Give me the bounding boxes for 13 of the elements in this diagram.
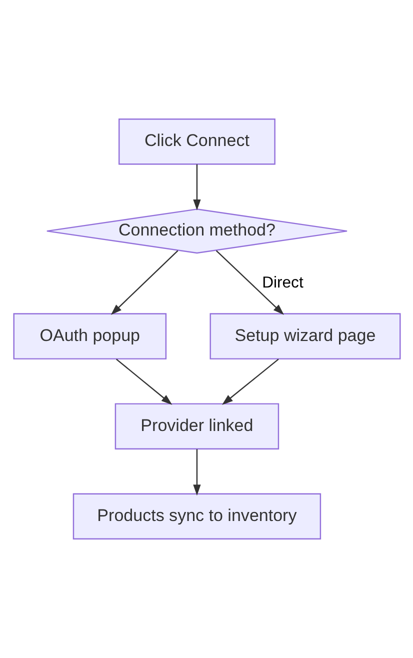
node-box: Setup wizard page <box>209 313 400 360</box>
node-box: Provider linked <box>114 403 279 450</box>
arrow <box>115 358 172 405</box>
node-box: OAuth popup <box>12 313 166 360</box>
arrow <box>192 164 200 210</box>
arrow <box>215 250 284 315</box>
node-diamond: Connection method? <box>46 208 348 254</box>
arrow <box>110 250 178 315</box>
edge-label: Direct <box>262 274 303 292</box>
arrow <box>222 358 278 405</box>
node-box: Click Connect <box>118 118 275 165</box>
arrow <box>192 449 200 496</box>
node-box: Products sync to inventory <box>72 493 321 540</box>
